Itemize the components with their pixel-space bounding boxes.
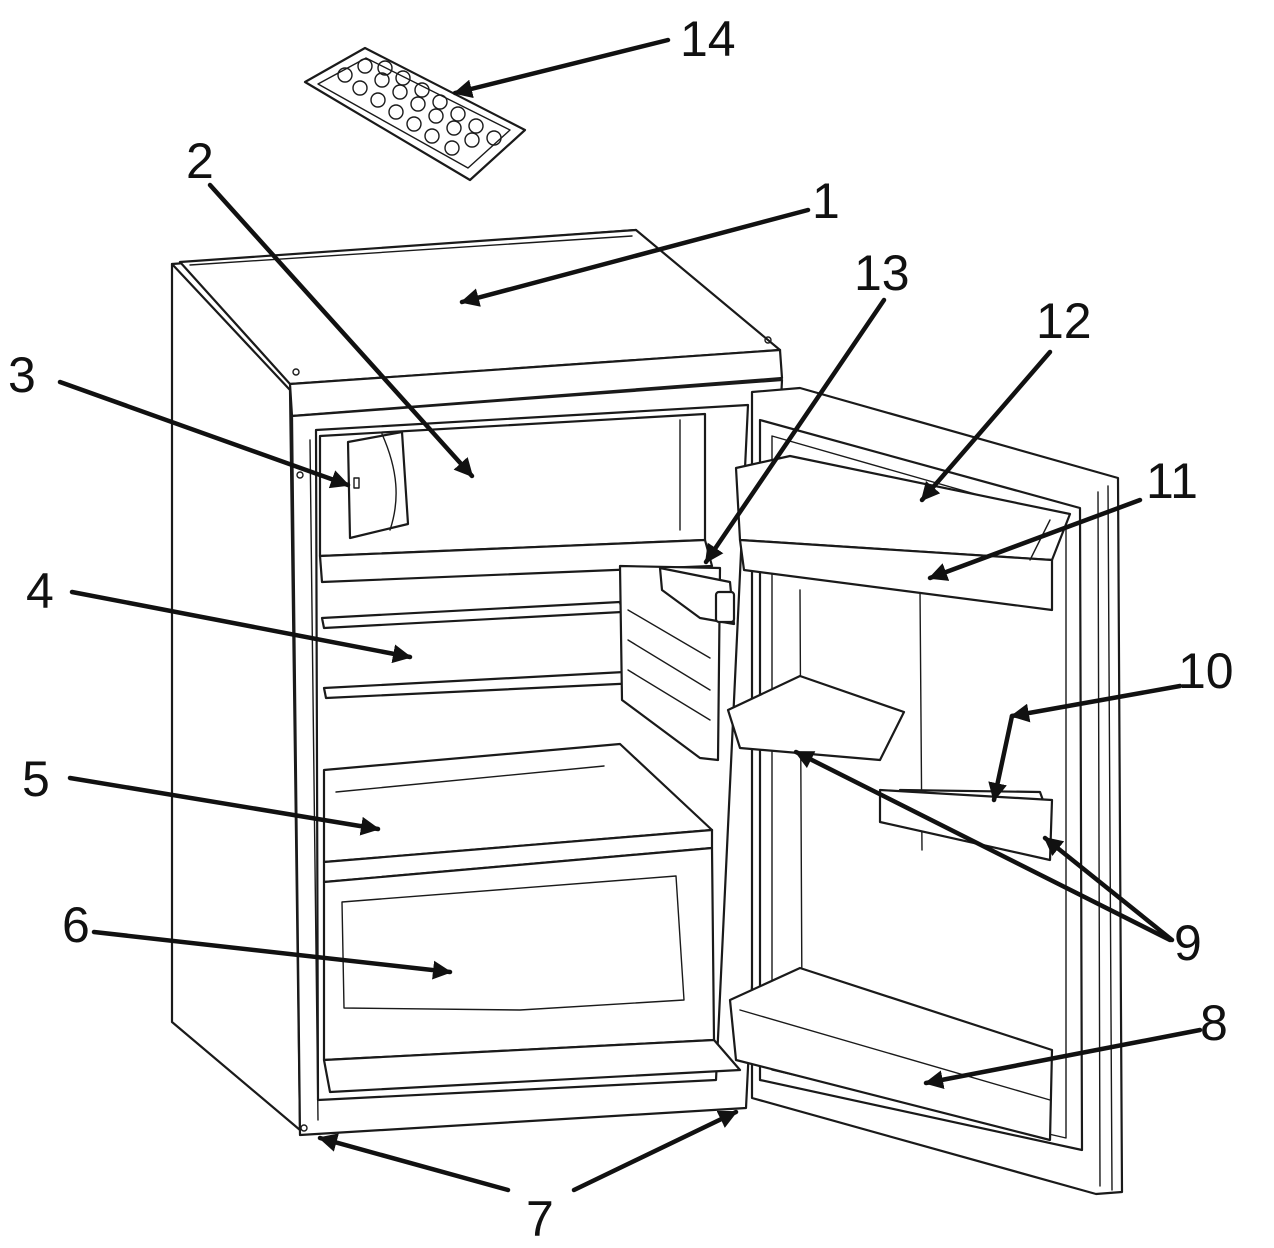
callout-numbers: 14 2 1 13 12 3 11 4 10 5 6 9 8 7 bbox=[8, 11, 1234, 1247]
leader-9a bbox=[793, 749, 1173, 943]
callout-11: 11 bbox=[1146, 453, 1198, 509]
leader-11 bbox=[927, 497, 1143, 581]
callout-6: 6 bbox=[62, 897, 90, 953]
door-upper-shelf bbox=[738, 519, 1054, 612]
leader-8 bbox=[923, 1027, 1203, 1090]
leader-1 bbox=[459, 207, 811, 307]
thermostat-housing bbox=[346, 430, 410, 540]
ice-tray bbox=[303, 46, 527, 182]
callout-8: 8 bbox=[1200, 995, 1228, 1051]
door-middle-shelves bbox=[726, 674, 1054, 862]
crisper-drawer bbox=[322, 846, 742, 1094]
door-bottle-shelf bbox=[728, 966, 1054, 1142]
callout-14: 14 bbox=[680, 11, 736, 67]
leader-9b bbox=[1042, 835, 1175, 943]
callout-13: 13 bbox=[854, 245, 910, 301]
callout-7: 7 bbox=[526, 1191, 554, 1247]
worktop bbox=[178, 228, 784, 418]
leader-2 bbox=[207, 182, 475, 479]
interior-light-box bbox=[618, 564, 736, 762]
callout-9: 9 bbox=[1174, 915, 1202, 971]
crisper-cover-shelf bbox=[322, 742, 714, 884]
callout-2: 2 bbox=[186, 133, 214, 189]
callout-10: 10 bbox=[1178, 643, 1234, 699]
callout-12: 12 bbox=[1036, 293, 1092, 349]
freezer-compartment bbox=[318, 412, 714, 584]
door-shelf-cover bbox=[734, 454, 1072, 562]
leader-4 bbox=[69, 589, 413, 664]
leader-10 bbox=[1009, 683, 1183, 723]
callout-3: 3 bbox=[8, 347, 36, 403]
callout-1: 1 bbox=[812, 173, 840, 229]
leader-13 bbox=[703, 297, 887, 565]
callout-4: 4 bbox=[26, 563, 54, 619]
leader-14 bbox=[452, 37, 671, 99]
callout-leaders bbox=[57, 37, 1203, 1193]
callout-5: 5 bbox=[22, 751, 50, 807]
leader-3 bbox=[57, 379, 351, 489]
leader-7a bbox=[317, 1133, 511, 1193]
leader-7b bbox=[571, 1109, 739, 1193]
leader-5 bbox=[67, 775, 381, 836]
leader-10b bbox=[988, 713, 1015, 803]
leader-12 bbox=[919, 349, 1053, 503]
leader-6 bbox=[91, 929, 453, 980]
